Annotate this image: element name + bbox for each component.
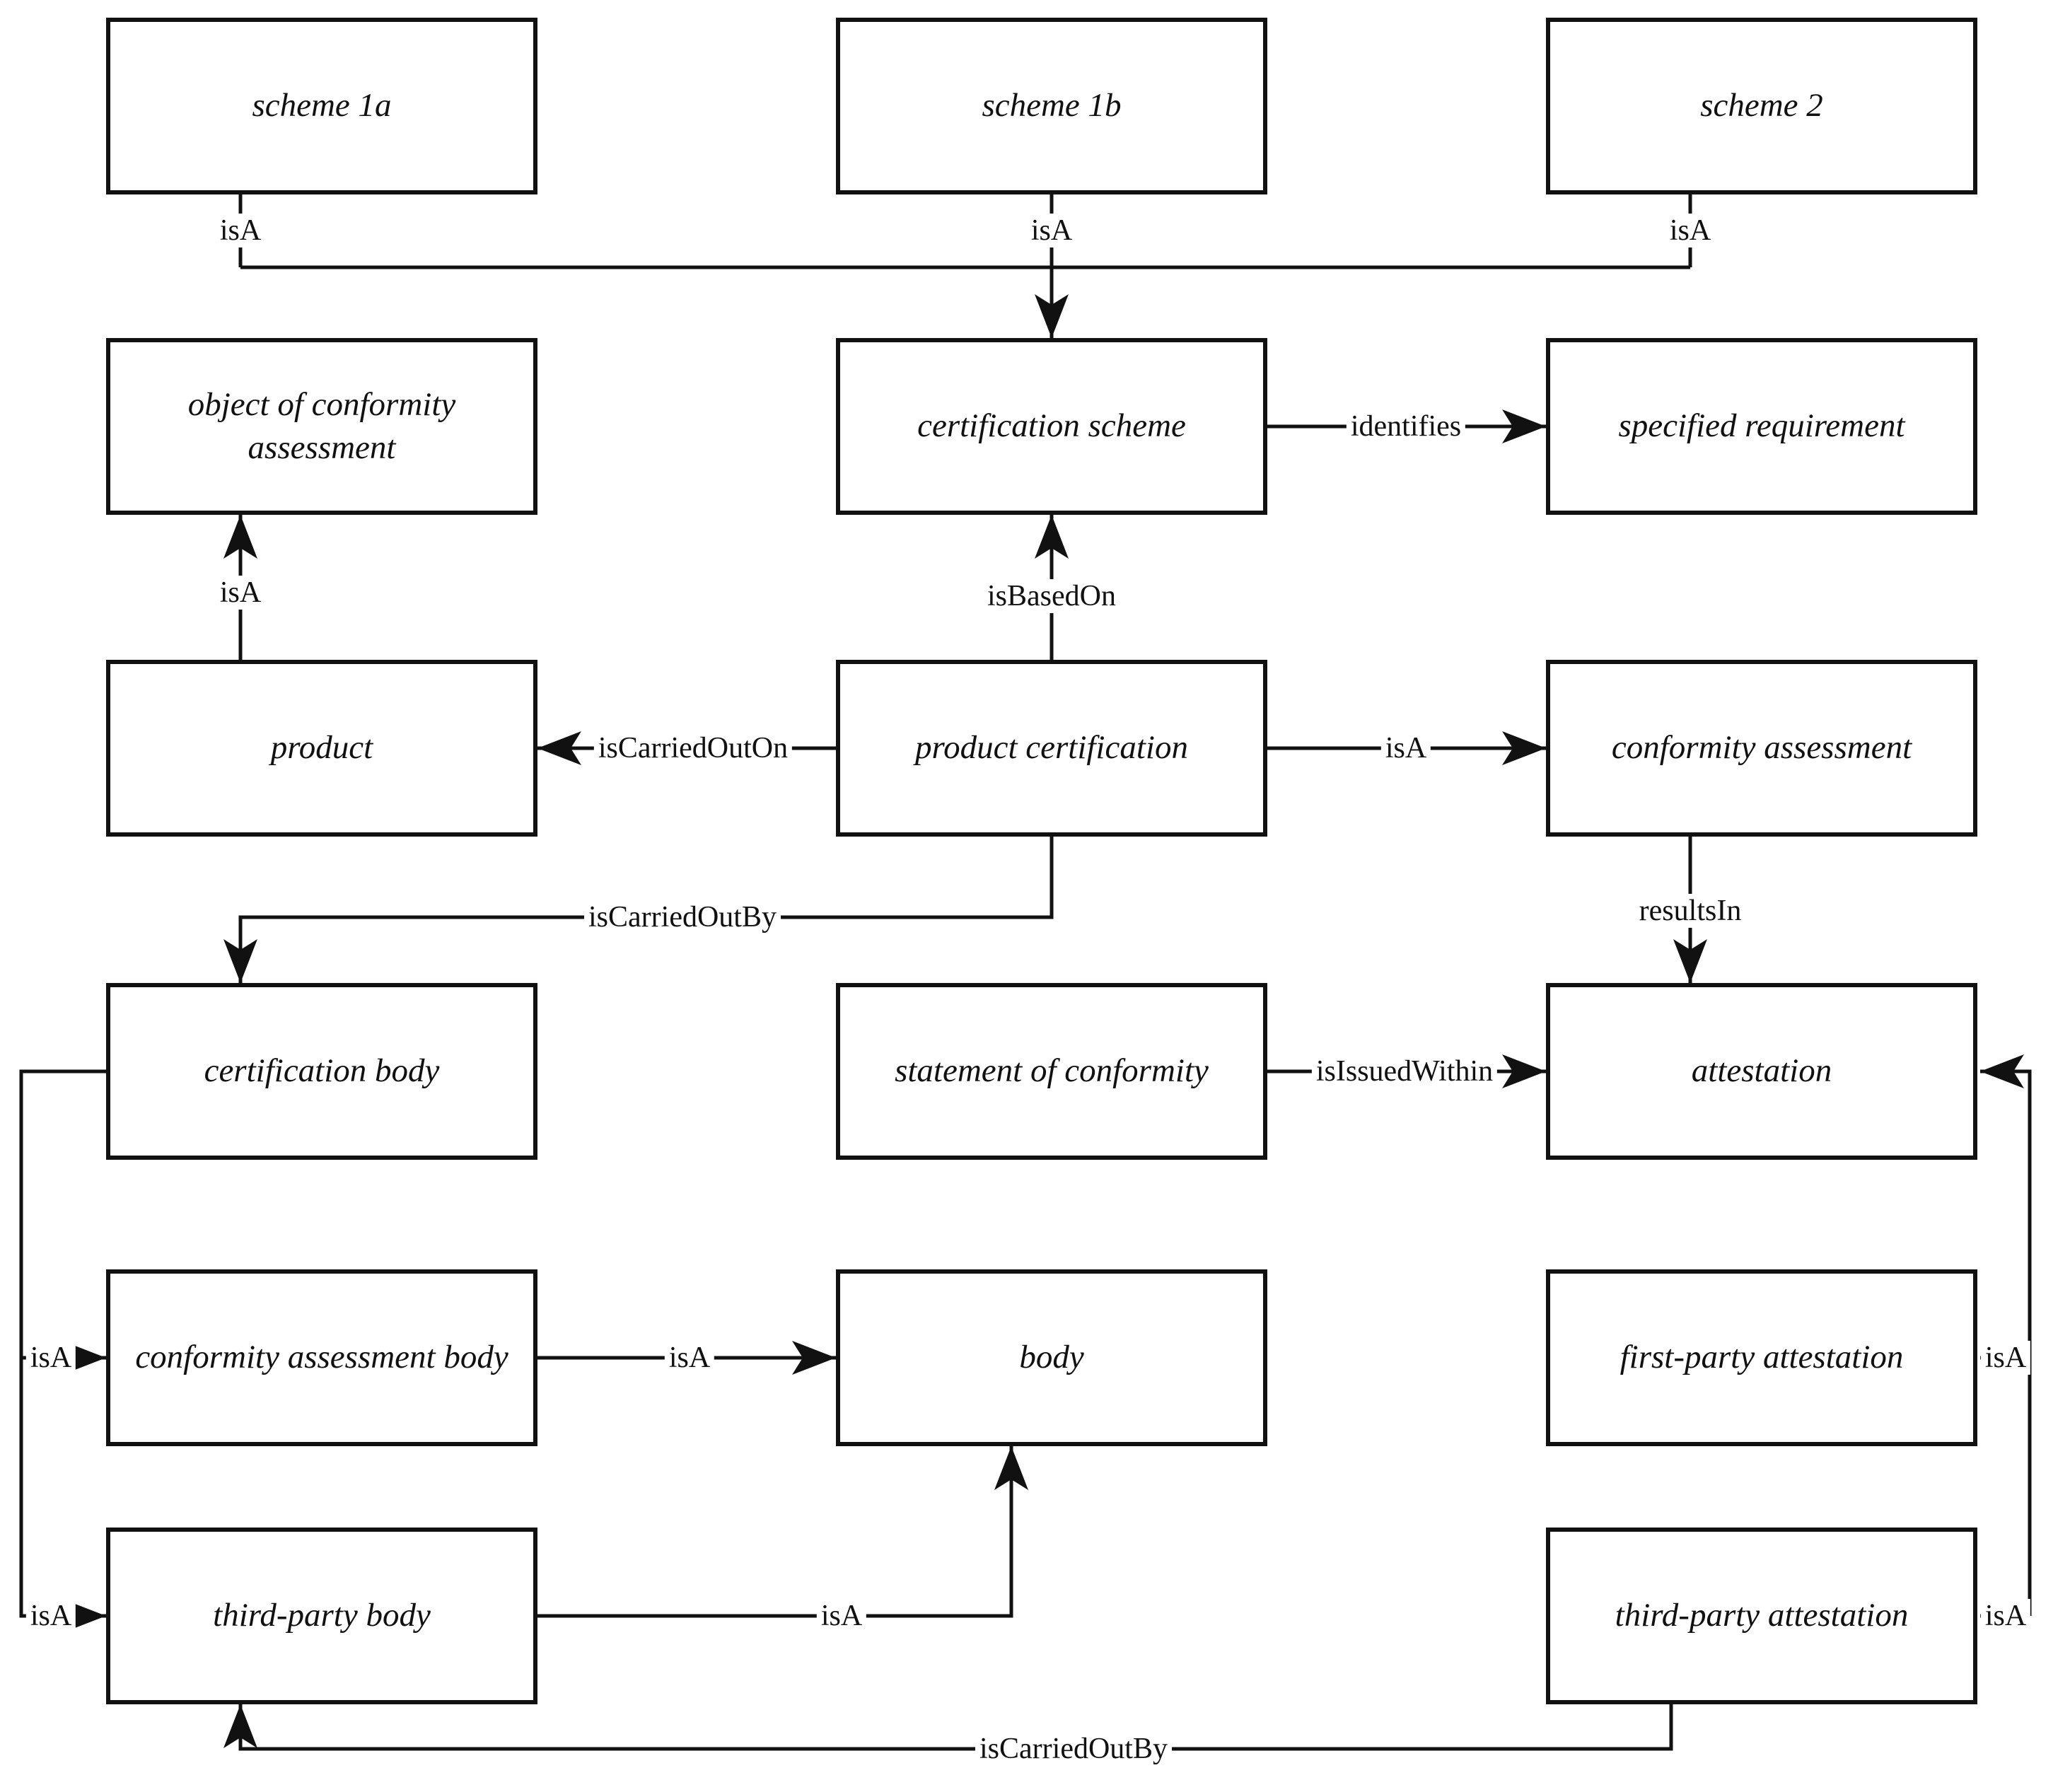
node-specified-requirement: specified requirement: [1546, 338, 1977, 515]
node-label: scheme 2: [1700, 87, 1823, 124]
node-label: statement of conformity: [895, 1052, 1209, 1090]
edge-label-certbody-isa-cab: isA: [25, 1340, 76, 1375]
node-attestation: attestation: [1546, 983, 1977, 1160]
node-statement-of-conformity: statement of conformity: [836, 983, 1267, 1160]
edge-label-tpb-isa-body: isA: [816, 1598, 867, 1634]
node-label: object of conformity assessment: [187, 385, 456, 466]
edge-label-isbasedon: isBasedOn: [983, 578, 1120, 614]
node-conformity-assessment: conformity assessment: [1546, 660, 1977, 837]
node-scheme-1a: scheme 1a: [106, 18, 537, 194]
node-label: attestation: [1691, 1052, 1832, 1090]
node-certification-scheme: certification scheme: [836, 338, 1267, 515]
node-label: scheme 1b: [982, 87, 1122, 124]
node-label: product certification: [915, 729, 1188, 767]
edge-tpb-isa-body: [537, 1446, 1028, 1618]
node-label: product: [270, 729, 373, 767]
node-label: certification body: [204, 1052, 440, 1090]
node-third-party-attestation: third-party attestation: [1546, 1528, 1977, 1704]
edge-label-identifies: identifies: [1346, 409, 1466, 444]
node-scheme-2: scheme 2: [1546, 18, 1977, 194]
edge-label-resultsin: resultsIn: [1634, 893, 1746, 929]
node-label: certification scheme: [917, 407, 1186, 445]
edge-label-iscarriedoutby-top: isCarriedOutBy: [584, 900, 781, 935]
edge-label-certbody-isa-tpb: isA: [25, 1598, 76, 1634]
node-third-party-body: third-party body: [106, 1528, 537, 1704]
edge-label-scheme2-isa-stub: isA: [1665, 213, 1716, 248]
node-label: third-party body: [213, 1597, 431, 1634]
edge-label-iscarriedouton: isCarriedOutOn: [593, 731, 793, 766]
node-label: first-party attestation: [1620, 1339, 1904, 1376]
edge-certbody-isa-cab: [19, 1069, 106, 1375]
node-label: conformity assessment body: [135, 1339, 508, 1376]
edge-label-isissuedwithin: isIssuedWithin: [1311, 1054, 1498, 1089]
edge-label-product-isa-object: isA: [215, 575, 266, 610]
node-label: specified requirement: [1618, 407, 1905, 445]
edge-label-scheme1a-isa-stub: isA: [215, 213, 266, 248]
node-product-certification: product certification: [836, 660, 1267, 837]
node-first-party-attestation: first-party attestation: [1546, 1269, 1977, 1446]
node-object-of-conformity-assessment: object of conformity assessment: [106, 338, 537, 515]
node-conformity-assessment-body: conformity assessment body: [106, 1269, 537, 1446]
node-label: third-party attestation: [1615, 1597, 1909, 1634]
node-label: conformity assessment: [1611, 729, 1912, 767]
node-label: body: [1019, 1339, 1084, 1376]
edge-label-cab-isa-body: isA: [664, 1340, 715, 1375]
edge-certbody-isa-tpb: [19, 1358, 106, 1633]
edge-label-iscarriedoutby-bottom: isCarriedOutBy: [975, 1731, 1172, 1767]
node-certification-body: certification body: [106, 983, 537, 1160]
edge-label-productcert-isa-ca: isA: [1380, 731, 1431, 766]
node-scheme-1b: scheme 1b: [836, 18, 1267, 194]
node-body: body: [836, 1269, 1267, 1446]
node-product: product: [106, 660, 537, 837]
edge-attestation-isa-arrow: [1980, 1054, 2032, 1616]
node-label: scheme 1a: [252, 87, 392, 124]
edge-label-tpa-isa-stub: isA: [1980, 1598, 2031, 1634]
edge-label-scheme1b-isa: isA: [1026, 213, 1077, 248]
edge-iscarriedoutby-bottom: [223, 1704, 1673, 1751]
edge-label-fpa-isa-stub: isA: [1980, 1340, 2031, 1375]
